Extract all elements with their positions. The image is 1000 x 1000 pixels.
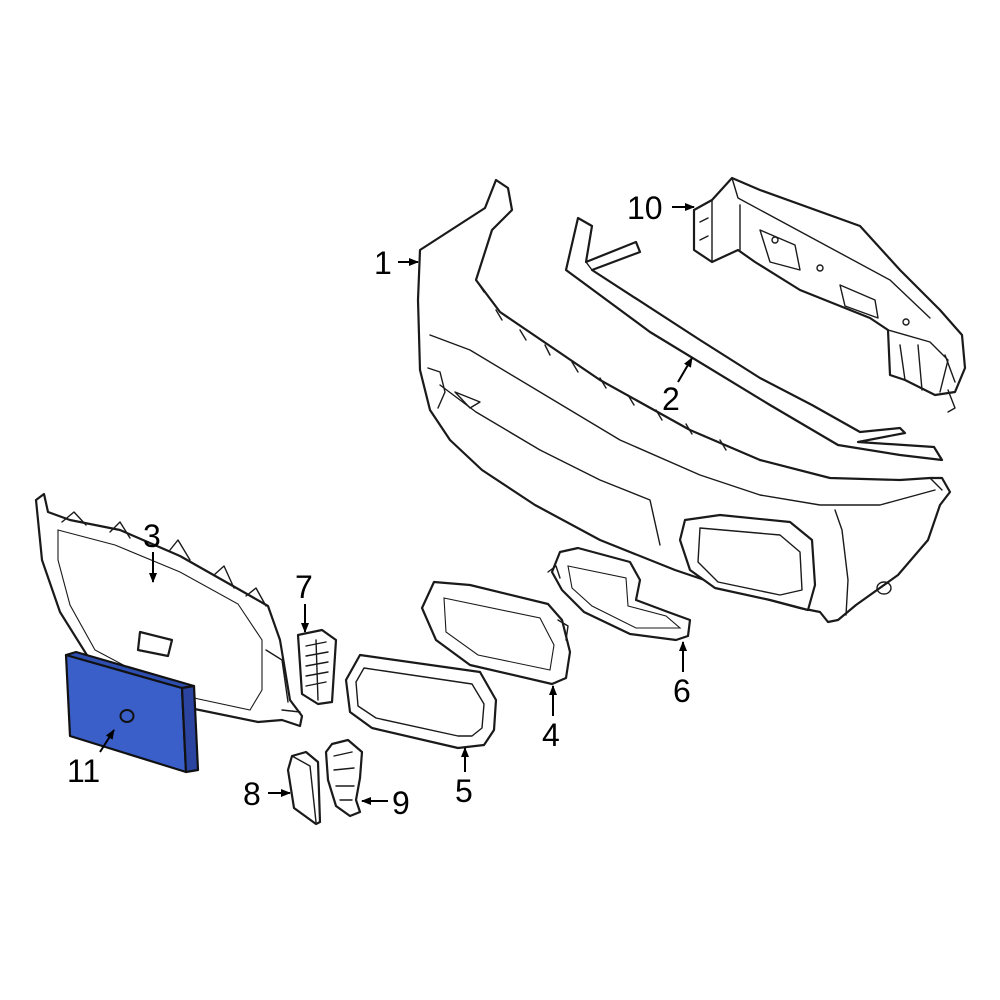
callout-8: 8 — [243, 776, 261, 812]
vent-insert-part — [296, 628, 338, 706]
callout-10: 10 — [627, 190, 663, 226]
callout-6: 6 — [673, 673, 691, 709]
fog-lamp-bracket-part — [547, 546, 692, 642]
license-plate-bracket-part — [64, 650, 200, 774]
reinforcement-beam-part — [692, 176, 967, 413]
bumper-cover-part — [416, 178, 952, 624]
seal-strip-part — [564, 216, 944, 462]
leader-lines — [99, 203, 695, 805]
callout-3: 3 — [143, 518, 161, 554]
fog-lamp-grille-part — [420, 580, 572, 686]
callout-labels: 1 2 3 4 5 6 7 8 9 10 11 — [67, 190, 691, 821]
callout-9: 9 — [392, 785, 410, 821]
leader-2 — [677, 357, 693, 383]
bezel-ring-part — [344, 653, 498, 750]
lower-grille-part — [34, 492, 304, 728]
callout-5: 5 — [455, 773, 473, 809]
end-cap-part — [286, 750, 322, 826]
callout-1: 1 — [374, 245, 392, 281]
callout-4: 4 — [542, 717, 560, 753]
leader-11 — [99, 729, 115, 753]
mounting-bracket-part — [324, 738, 364, 818]
bracket-side-edge — [180, 684, 200, 774]
callout-2: 2 — [662, 381, 680, 417]
bracket-hole — [119, 709, 135, 723]
callout-11: 11 — [67, 753, 100, 789]
callout-7: 7 — [295, 569, 313, 605]
